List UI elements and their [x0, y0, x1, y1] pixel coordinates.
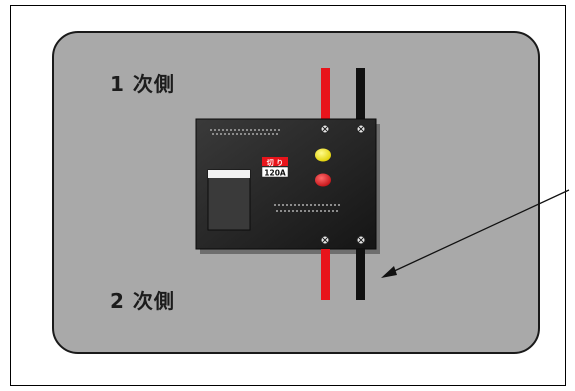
- screw-terminal-icon: [320, 124, 330, 134]
- switch-state-text: 切 り: [267, 158, 283, 167]
- vent-row-top: [210, 129, 280, 135]
- breaker-handle: [207, 169, 251, 231]
- red-wire-top: [321, 68, 330, 128]
- black-wire-bottom: [356, 249, 365, 300]
- rating-text: 120A: [264, 169, 286, 178]
- black-wire-top: [356, 68, 365, 128]
- primary-side-label: 1 次側: [110, 72, 175, 96]
- breaker-handle-top: [208, 170, 250, 178]
- red-indicator: [315, 173, 331, 187]
- yellow-indicator: [315, 148, 331, 162]
- secondary-side-label: 2 次側: [110, 289, 175, 313]
- arrow-icon: [381, 189, 570, 278]
- screw-terminal-icon: [356, 235, 366, 245]
- vent-row-bottom: [274, 204, 340, 212]
- rating-plate: [261, 166, 289, 178]
- screw-terminal-icon: [356, 124, 366, 134]
- screw-terminal-icon: [320, 235, 330, 245]
- red-wire-bottom: [321, 249, 330, 300]
- switch-state-plate: [262, 157, 288, 166]
